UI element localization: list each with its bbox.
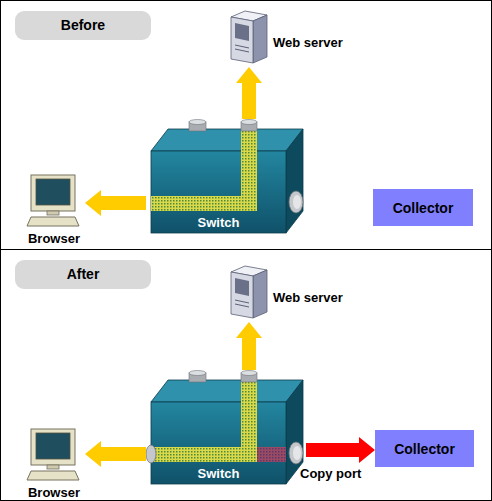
server-label: Web server xyxy=(273,35,343,50)
port-top xyxy=(241,120,257,125)
browser-label: Browser xyxy=(23,485,85,500)
keyboard xyxy=(27,217,79,226)
server-side xyxy=(253,270,267,318)
flow-arrow xyxy=(85,441,146,467)
server-icon xyxy=(227,262,271,320)
side-port xyxy=(289,442,303,464)
switch-top-face xyxy=(151,129,303,151)
keyboard xyxy=(27,471,79,480)
server-node: Web server xyxy=(227,7,357,67)
switch-top-face xyxy=(151,380,303,402)
panel-heading: After xyxy=(15,260,151,289)
monitor-neck xyxy=(47,211,59,215)
flow-arrow xyxy=(236,67,262,119)
server-slot xyxy=(235,304,249,307)
traffic-path xyxy=(151,447,257,462)
browser-label: Browser xyxy=(23,231,85,246)
switch-label: Switch xyxy=(151,215,286,230)
collector-node: Collector xyxy=(375,430,474,467)
monitor-body xyxy=(31,175,75,211)
side-port-inner xyxy=(293,446,301,460)
port-top xyxy=(189,371,206,376)
server-side xyxy=(253,15,267,63)
collector-label: Collector xyxy=(394,441,455,457)
server-panel xyxy=(235,278,249,296)
server-icon xyxy=(227,7,271,65)
side-port xyxy=(146,445,156,463)
panel-frame: BeforeWeb serverSwitchBrowser Collector xyxy=(0,0,492,250)
port-top xyxy=(241,371,257,376)
port-top xyxy=(189,120,206,125)
switch-front-face xyxy=(151,402,286,484)
computer-icon xyxy=(25,425,83,483)
side-port-inner xyxy=(293,195,301,209)
switch-node: Switch xyxy=(146,119,306,235)
switch-front-face xyxy=(151,151,286,233)
flow-arrow xyxy=(236,322,262,370)
flow-arrow xyxy=(306,437,375,463)
monitor-body xyxy=(31,429,75,465)
monitor-neck xyxy=(47,465,59,469)
panel-heading: Before xyxy=(15,11,151,40)
server-label: Web server xyxy=(273,290,343,305)
switch-side-face xyxy=(286,129,303,233)
server-node: Web server xyxy=(227,262,357,322)
switch-label: Switch xyxy=(151,466,286,481)
server-slot xyxy=(235,300,249,303)
server-panel xyxy=(235,23,249,41)
browser-node: Browser xyxy=(23,425,85,501)
collector-label: Collector xyxy=(393,200,454,216)
side-port xyxy=(289,191,303,213)
collector-node: Collector xyxy=(373,189,473,226)
browser-node: Browser xyxy=(23,171,85,247)
port-label: Copy port xyxy=(300,466,361,481)
switch-node: Switch xyxy=(146,370,306,486)
computer-icon xyxy=(25,171,83,229)
monitor-screen xyxy=(36,433,70,459)
server-slot xyxy=(235,49,249,52)
server-front xyxy=(231,17,253,63)
flow-arrow xyxy=(85,190,146,216)
panel-frame: AfterWeb serverSwitchBrowser Collector xyxy=(0,249,492,501)
traffic-path xyxy=(151,196,257,211)
monitor-screen xyxy=(36,179,70,205)
copy-path xyxy=(257,447,286,462)
server-front xyxy=(231,272,253,318)
server-slot xyxy=(235,45,249,48)
